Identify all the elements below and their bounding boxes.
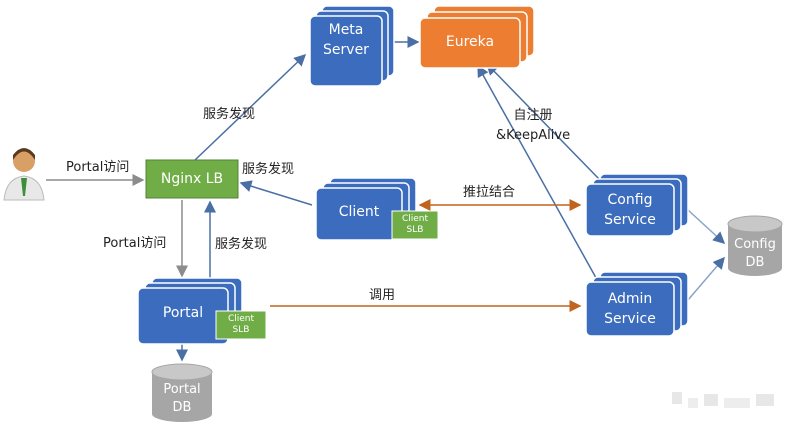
portal-db-label: Portal DB <box>163 382 201 415</box>
portal-db-node <box>151 363 213 422</box>
meta-server-label: Meta Server <box>323 22 369 58</box>
edge-label-eureka-self-register: 自注册 &KeepAlive <box>496 108 571 143</box>
arrow-client-to-nginx <box>239 180 313 206</box>
watermark <box>672 392 774 408</box>
edge-label-portal-to-nginx: 服务发现 <box>215 237 268 252</box>
client-node <box>315 177 417 241</box>
config-db-node <box>727 215 783 276</box>
edge-label-client-config: 推拉结合 <box>463 185 516 200</box>
eureka-node <box>419 5 535 69</box>
user-icon <box>3 148 45 201</box>
edge-label-nginx-to-meta: 服务发现 <box>203 107 256 122</box>
edge-label-nginx-to-portal: Portal访问 <box>103 236 167 251</box>
portal-label: Portal <box>162 305 204 321</box>
config-service-node <box>585 173 689 237</box>
arrow-config-to-eureka <box>485 62 601 181</box>
edge-label-client-to-nginx: 服务发现 <box>242 162 295 177</box>
portal-slb-label: Client SLB <box>227 314 255 335</box>
arrows <box>46 36 726 362</box>
admin-service-node <box>585 271 689 337</box>
config-db-label: Config DB <box>734 237 776 270</box>
arrow-nginx-to-meta <box>194 53 307 161</box>
admin-service-label: Admin Service <box>604 291 656 327</box>
portal-node <box>137 277 243 345</box>
arrow-config-to-db <box>687 209 726 245</box>
portal-slb-node <box>215 310 267 340</box>
edge-label-user-to-nginx: Portal访问 <box>66 160 130 175</box>
config-service-label: Config Service <box>604 192 656 228</box>
meta-server-node <box>309 5 395 87</box>
nginx-lb-label: Nginx LB <box>160 171 224 187</box>
client-slb-node <box>391 210 439 240</box>
client-label: Client <box>338 204 380 220</box>
nginx-lb-node <box>145 159 239 199</box>
client-slb-label: Client SLB <box>401 214 429 235</box>
arrow-admin-to-eureka <box>477 64 601 286</box>
edge-label-portal-admin: 调用 <box>369 288 396 303</box>
eureka-label: Eureka <box>445 34 495 50</box>
arrow-admin-to-db <box>687 256 725 301</box>
